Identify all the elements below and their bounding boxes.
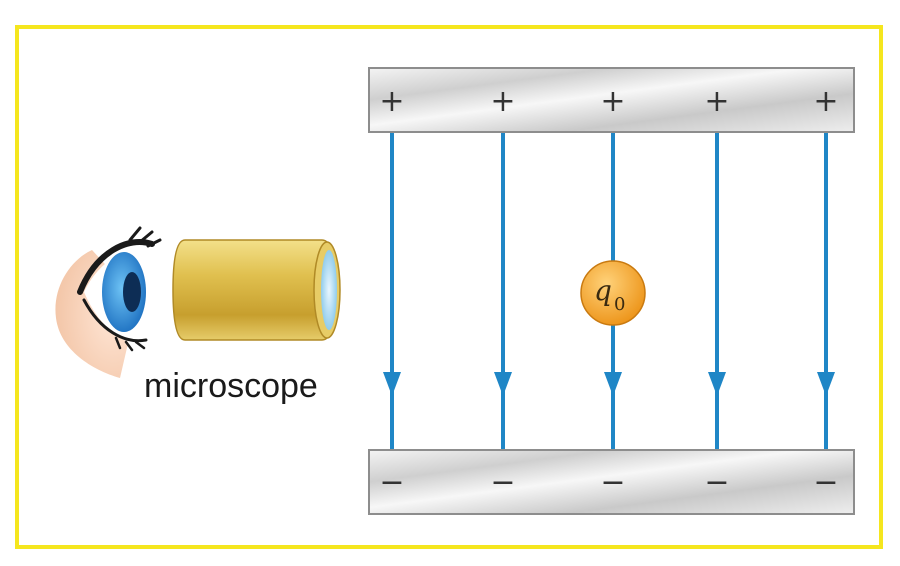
- plus-sign: +: [813, 84, 838, 119]
- field-arrow-icon: [817, 372, 835, 396]
- minus-sign: −: [813, 465, 838, 500]
- field-arrow-icon: [604, 372, 622, 396]
- test-charge-q0: q 0: [580, 260, 646, 326]
- top-plate-positive: [368, 67, 855, 133]
- charge-subscript: 0: [614, 294, 625, 315]
- microscope-tube-icon: [172, 239, 341, 341]
- plus-sign: +: [600, 84, 625, 119]
- microscope-label: microscope: [144, 367, 318, 405]
- minus-sign: −: [600, 465, 625, 500]
- minus-sign: −: [379, 465, 404, 500]
- bottom-plate-negative: [368, 449, 855, 515]
- charge-label: q: [594, 274, 612, 307]
- field-line-2: [494, 133, 512, 449]
- field-arrow-icon: [494, 372, 512, 396]
- field-line-3: [604, 133, 622, 449]
- field-line-4: [708, 133, 726, 449]
- plus-sign: +: [490, 84, 515, 119]
- plus-sign: +: [704, 84, 729, 119]
- eye-icon: [55, 226, 162, 378]
- frame-border: [15, 25, 883, 549]
- field-arrow-icon: [383, 372, 401, 396]
- field-line-1: [383, 133, 401, 449]
- minus-sign: −: [704, 465, 729, 500]
- minus-sign: −: [490, 465, 515, 500]
- plus-sign: +: [379, 84, 404, 119]
- field-arrow-icon: [708, 372, 726, 396]
- field-line-5: [817, 133, 835, 449]
